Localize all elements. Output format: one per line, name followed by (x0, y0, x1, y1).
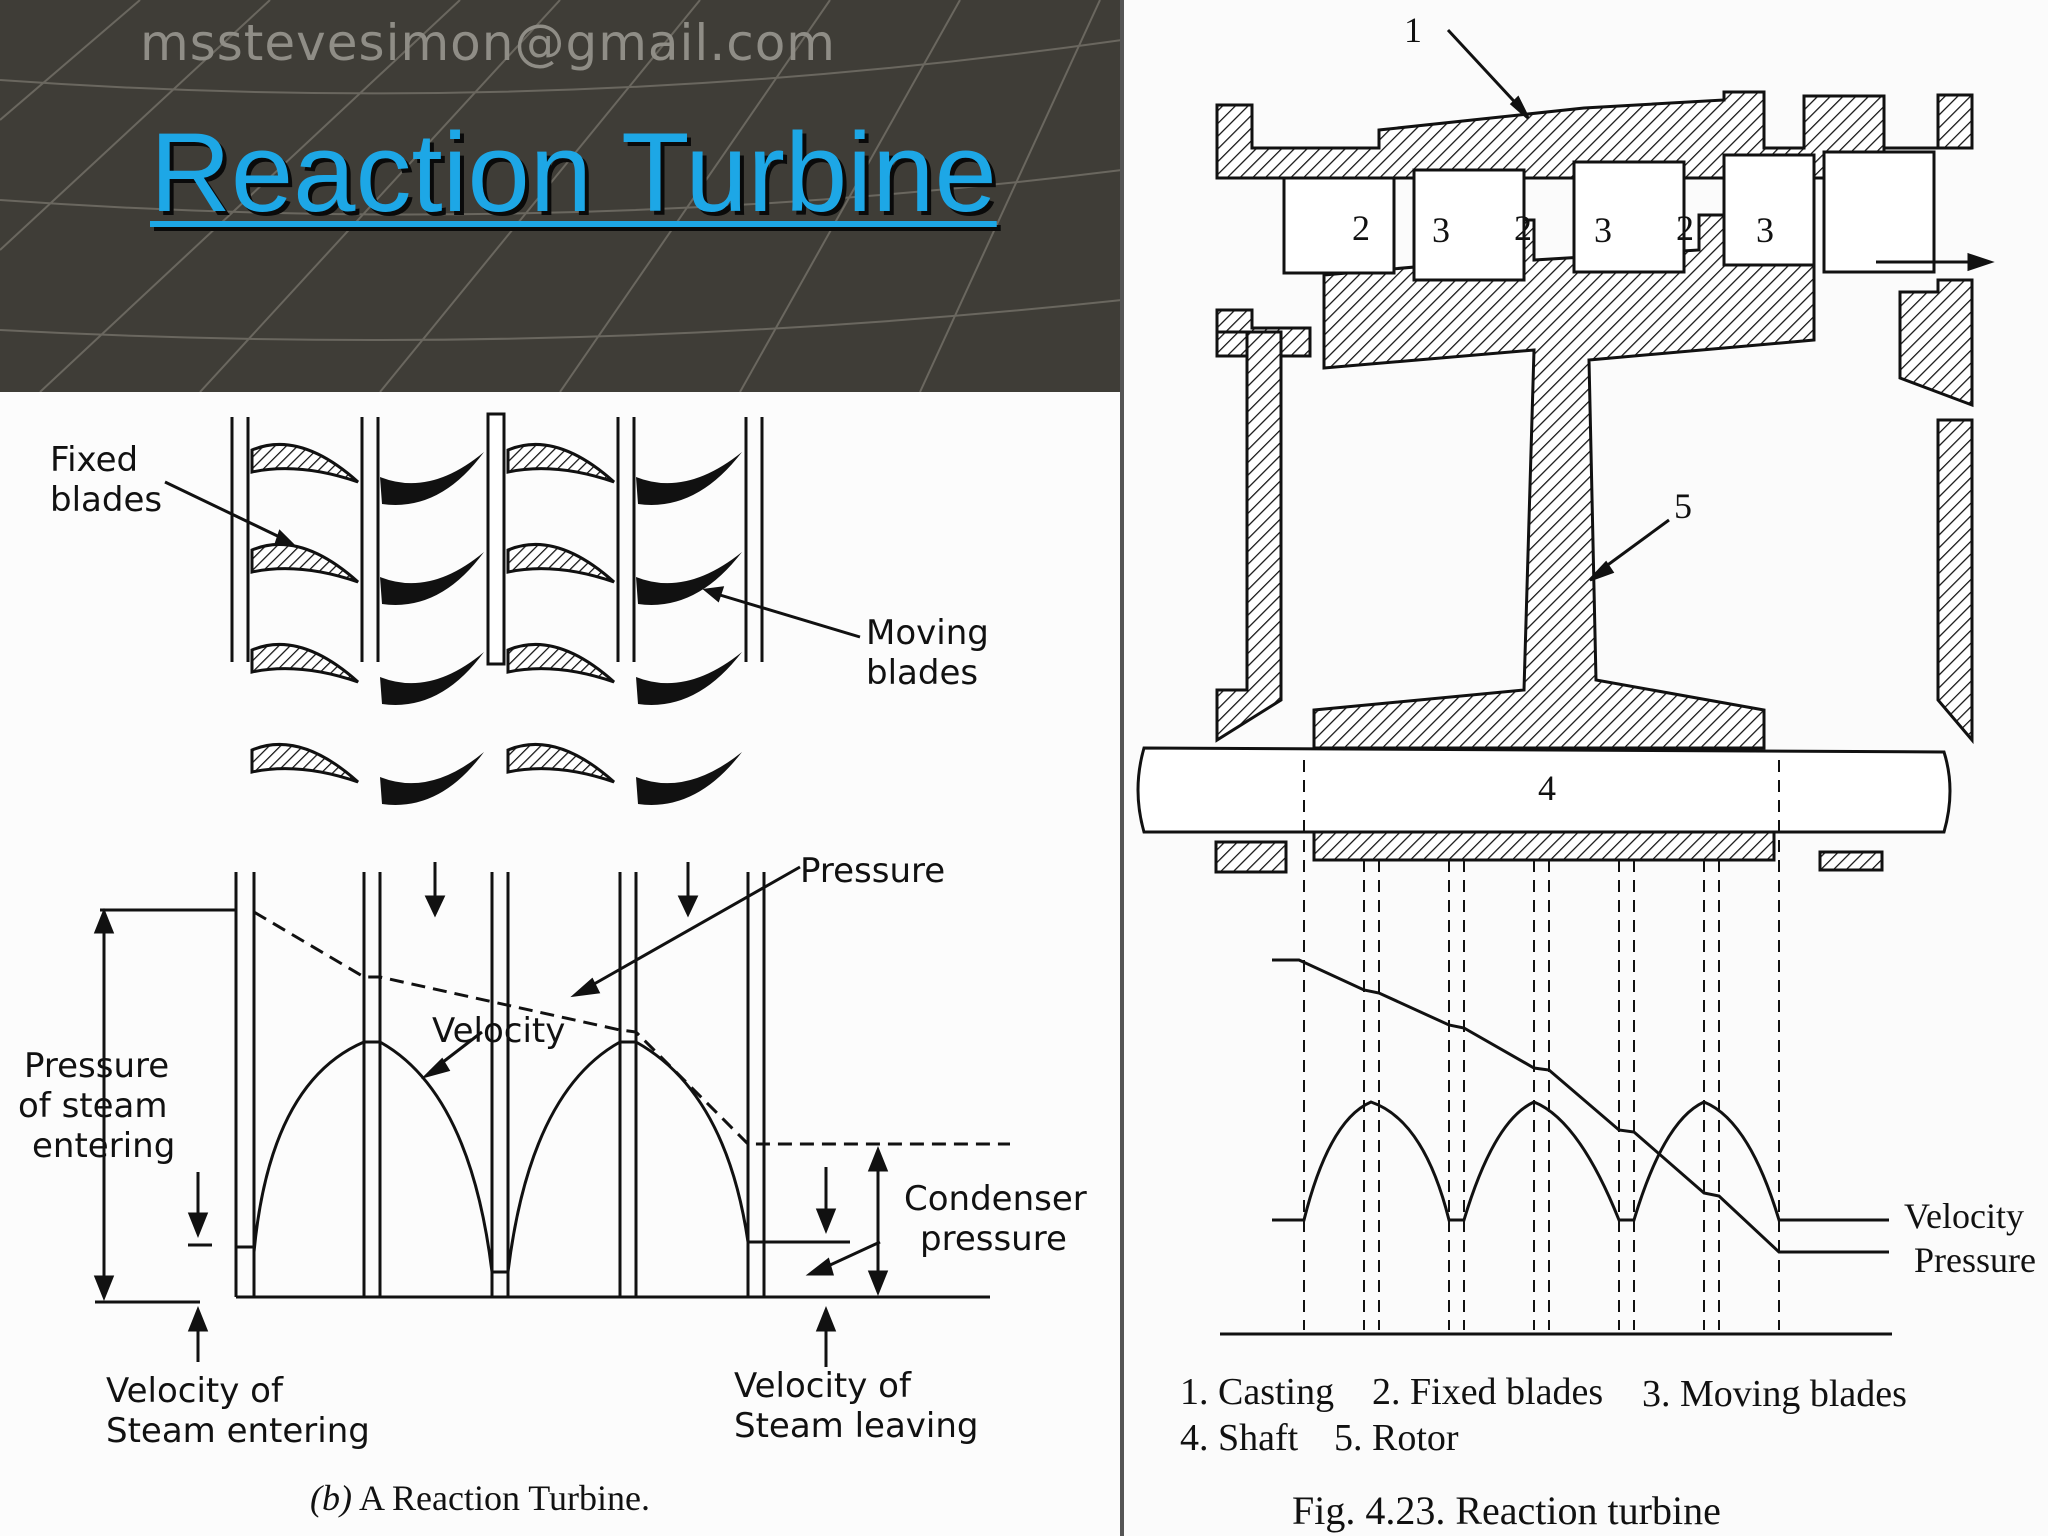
stage-label-3: 2 (1514, 208, 1532, 248)
slide-header: msstevesimon@gmail.com Reaction Turbine (0, 0, 1122, 392)
fixed-blades (250, 443, 616, 784)
right-diagram-panel: 2 3 2 3 2 3 4 1 5 (1124, 0, 2048, 1536)
projection-lines (1303, 760, 1780, 1330)
label-fixed-blades-1: Fixed (50, 440, 138, 480)
callout-lines (1446, 28, 1670, 582)
label-fixed-blades-2: blades (50, 480, 162, 520)
legend-shaft: 4. Shaft (1180, 1417, 1299, 1459)
label-velocity: Velocity (432, 1011, 565, 1051)
left-caption-text: A Reaction Turbine. (352, 1478, 650, 1518)
right-velocity-curve (1272, 1100, 1889, 1222)
label-pressure: Pressure (800, 851, 945, 891)
stage-label-6: 3 (1756, 210, 1774, 250)
velocity-curve (236, 1040, 850, 1274)
dimension-lines (93, 907, 990, 1367)
label-condenser-1: Condenser (904, 1179, 1087, 1219)
slide-title[interactable]: Reaction Turbine (150, 110, 997, 235)
pressure-curve (100, 908, 1010, 1146)
left-diagram-panel: Fixed blades Moving blades Pressure Velo… (0, 392, 1120, 1536)
label-moving-blades-1: Moving (866, 613, 989, 653)
label-shaft-4: 4 (1538, 768, 1556, 808)
channel-walls (230, 412, 766, 1297)
panel-divider (1120, 0, 1124, 1536)
legend-rotor: 5. Rotor (1334, 1417, 1459, 1459)
author-email: msstevesimon@gmail.com (140, 14, 836, 72)
moving-blades (380, 452, 742, 805)
flow-arrows (424, 862, 699, 918)
left-caption: (b) A Reaction Turbine. (310, 1478, 650, 1518)
label-rotor-5: 5 (1674, 486, 1692, 526)
outlet-arrow (1876, 252, 1995, 272)
label-pressure-entering-2: of steam (18, 1086, 168, 1126)
stage-label-5: 2 (1676, 208, 1694, 248)
label-pressure-right: Pressure (1914, 1240, 2036, 1280)
label-velocity-entering-1: Velocity of (106, 1371, 284, 1411)
right-caption: Fig. 4.23. Reaction turbine (1292, 1488, 1721, 1533)
legend-casting: 1. Casting (1180, 1371, 1334, 1413)
reaction-turbine-cross-section: 2 3 2 3 2 3 4 1 5 (1136, 10, 2036, 1533)
label-velocity-right: Velocity (1904, 1196, 2024, 1236)
label-velocity-entering-2: Steam entering (106, 1411, 370, 1451)
header-background-pattern (0, 0, 1122, 392)
label-casting-1: 1 (1404, 10, 1422, 50)
stage-label-2: 3 (1432, 210, 1450, 250)
right-pressure-curve (1272, 958, 1889, 1254)
shaft (1136, 746, 1952, 874)
leader-lines (164, 480, 881, 1276)
label-condenser-2: pressure (920, 1219, 1067, 1259)
stage-label-1: 2 (1352, 208, 1370, 248)
parts-legend: 1. Casting 2. Fixed blades 3. Moving bla… (1180, 1371, 1907, 1459)
label-pressure-entering-3: entering (32, 1126, 175, 1166)
stage-label-4: 3 (1594, 210, 1612, 250)
reaction-turbine-schematic: Fixed blades Moving blades Pressure Velo… (18, 412, 1087, 1518)
legend-fixed-blades: 2. Fixed blades (1372, 1371, 1603, 1413)
stage-labels: 2 3 2 3 2 3 (1352, 208, 1774, 250)
left-caption-prefix: (b) (310, 1478, 352, 1518)
label-moving-blades-2: blades (866, 653, 978, 693)
legend-moving-blades: 3. Moving blades (1642, 1373, 1907, 1415)
blade-slots (1282, 150, 1936, 282)
label-velocity-leaving-1: Velocity of (734, 1366, 912, 1406)
label-pressure-entering-1: Pressure (24, 1046, 169, 1086)
label-velocity-leaving-2: Steam leaving (734, 1406, 979, 1446)
